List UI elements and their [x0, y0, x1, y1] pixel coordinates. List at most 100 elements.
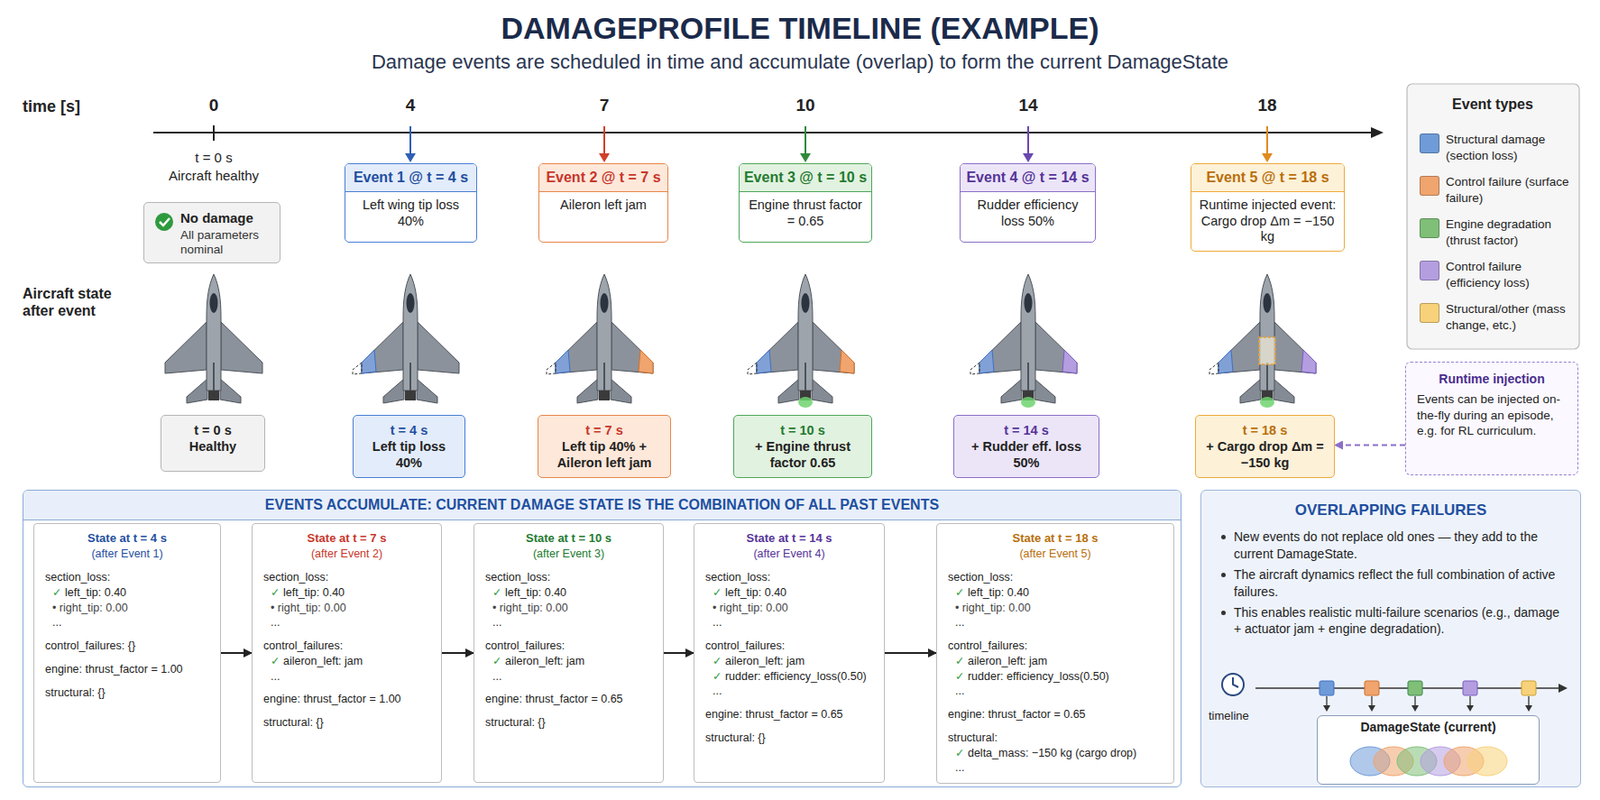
connector-arrow — [663, 652, 694, 654]
node-text: Aileron left jam — [539, 192, 668, 220]
node-text: All parameters nominal — [180, 228, 273, 258]
legend-swatch — [1419, 303, 1440, 323]
node-text: ✓ left_tip: 0.40 — [45, 585, 210, 601]
state-box: t = 18 s+ Cargo drop Δm = −150 kg — [1195, 414, 1335, 479]
node-heading: State at t = 10 s — [485, 531, 653, 547]
node-text: ... — [947, 760, 1163, 776]
state-box: t = 14 s+ Rudder eff. loss 50% — [953, 414, 1100, 479]
node-heading: t = 0 s — [166, 422, 259, 439]
node-text: Left wing tip loss 40% — [345, 192, 477, 235]
node-text: control_failures: — [947, 638, 1163, 654]
node-heading: Event 3 @ t = 10 s — [739, 164, 872, 193]
node-heading: t = 14 s — [959, 422, 1094, 439]
event-box: Event 5 @ t = 18 sRuntime injected event… — [1190, 163, 1345, 252]
node-text: (after Event 2) — [263, 546, 431, 561]
node-heading: t = 7 s — [543, 422, 665, 439]
node-heading: State at t = 4 s — [45, 531, 210, 547]
state-card: State at t = 4 s(after Event 1)section_l… — [33, 523, 221, 783]
node-text: control_failures: — [263, 638, 431, 654]
subtitle: Damage events are scheduled in time and … — [0, 50, 1600, 74]
event-box: Event 4 @ t = 14 sRudder efficiency loss… — [959, 163, 1096, 243]
node-text: ... — [45, 615, 210, 631]
text-label: timeline — [1208, 708, 1281, 724]
node-heading: t = 4 s — [358, 422, 460, 439]
state-box: t = 0 sHealthy — [160, 414, 266, 472]
node-text: control_failures: — [705, 638, 874, 654]
node-text: engine: thrust_factor = 0.65 — [947, 707, 1163, 723]
text-label: Aircraft healthy — [132, 167, 295, 184]
legend-text: Structural/other (mass change, etc.) — [1445, 301, 1574, 333]
info-panel: OVERLAPPING FAILURES New events do not re… — [1200, 489, 1582, 788]
node-text: ... — [705, 615, 874, 631]
node-text: ... — [263, 615, 431, 631]
node-heading: OVERLAPPING FAILURES — [1217, 501, 1564, 520]
node-text: • right_tip: 0.00 — [45, 600, 210, 617]
title: DAMAGEPROFILE TIMELINE (EXAMPLE) — [0, 10, 1600, 46]
node-heading: t = 18 s — [1201, 422, 1329, 439]
text-label: t = 0 s — [132, 149, 295, 166]
text-label: time [s] — [22, 97, 122, 118]
node-text: engine: thrust_factor = 1.00 — [45, 662, 210, 678]
node-text: section_loss: — [705, 570, 874, 586]
event-box: Event 1 @ t = 4 sLeft wing tip loss 40% — [344, 163, 478, 243]
connector-arrow — [884, 652, 937, 654]
node-text: ... — [485, 669, 653, 685]
legend-text: Control failure (efficiency loss) — [1445, 258, 1574, 291]
node-text: New events do not replace old ones — the… — [1217, 528, 1564, 563]
status-box: No damageAll parameters nominal — [143, 202, 281, 264]
node-text: • right_tip: 0.00 — [947, 600, 1163, 617]
node-text: ✓ left_tip: 0.40 — [947, 585, 1163, 601]
text-label: Event types — [1411, 95, 1574, 113]
tick-label: 10 — [724, 95, 887, 117]
legend-swatch — [1419, 133, 1440, 154]
node-heading: No damage — [180, 210, 273, 226]
legend-swatch — [1419, 260, 1440, 281]
node-text: + Engine thrust factor 0.65 — [739, 438, 866, 471]
node-text: ✓ aileron_left: jam — [947, 653, 1163, 670]
node-text: section_loss: — [263, 570, 431, 586]
node-text: ✓ rudder: efficiency_loss(0.50) — [947, 669, 1163, 685]
state-card: State at t = 18 s(after Event 5)section_… — [936, 523, 1175, 784]
panel: EVENTS ACCUMULATE: CURRENT DAMAGE STATE … — [22, 489, 1182, 788]
legend-text: Control failure (surface failure) — [1445, 174, 1574, 206]
node-text: • right_tip: 0.00 — [705, 600, 874, 617]
node-heading: Event 2 @ t = 7 s — [539, 164, 668, 193]
node-text: ✓ aileron_left: jam — [705, 653, 874, 670]
node-heading: Event 1 @ t = 4 s — [345, 164, 477, 193]
text-label: Aircraft state after event — [22, 285, 140, 320]
node-text: Left tip loss 40% — [358, 438, 460, 471]
node-text: This enables realistic multi-failure sce… — [1217, 604, 1564, 639]
node-text: structural: {} — [263, 715, 431, 731]
node-text: The aircraft dynamics reflect the full c… — [1217, 566, 1564, 601]
node-text: ... — [947, 615, 1163, 631]
tick-label: 7 — [523, 95, 686, 117]
state-box: t = 4 sLeft tip loss 40% — [352, 414, 466, 479]
connector-arrow — [1334, 444, 1406, 447]
node-text: ✓ aileron_left: jam — [485, 653, 653, 670]
node-text: Events can be injected on-the-fly during… — [1416, 391, 1567, 440]
state-card: State at t = 14 s(after Event 4) section_… — [693, 523, 885, 783]
node-heading: Event 4 @ t = 14 s — [960, 164, 1095, 193]
node-text: (after Event 3) — [485, 546, 653, 561]
node-text: section_loss: — [947, 570, 1163, 586]
event-box: Event 3 @ t = 10 sEngine thrust factor =… — [738, 163, 873, 243]
node-text: Runtime injected event: Cargo drop Δm = … — [1191, 192, 1344, 251]
legend-swatch — [1419, 175, 1440, 196]
tick-label: 14 — [947, 95, 1110, 117]
legend-text: Engine degradation (thrust factor) — [1445, 216, 1574, 249]
node-heading: DamageState (current) — [1321, 719, 1536, 735]
node-text: section_loss: — [485, 570, 653, 586]
node-text: (after Event 4) — [705, 546, 874, 561]
node-text: control_failures: — [485, 638, 653, 654]
node-heading: State at t = 14 s — [705, 531, 874, 547]
node-text: ... — [485, 615, 653, 631]
node-text: ... — [705, 683, 874, 699]
node-heading: State at t = 7 s — [263, 531, 431, 547]
node-heading: State at t = 18 s — [947, 531, 1163, 547]
tick-label: 4 — [329, 95, 492, 117]
note-box: Runtime injectionEvents can be injected … — [1405, 361, 1579, 476]
node-text: ✓ rudder: efficiency_loss(0.50) — [705, 669, 874, 685]
node-heading: Runtime injection — [1416, 371, 1567, 387]
node-text: ... — [263, 669, 431, 685]
state-card: State at t = 7 s(after Event 2) section_l… — [251, 523, 442, 783]
